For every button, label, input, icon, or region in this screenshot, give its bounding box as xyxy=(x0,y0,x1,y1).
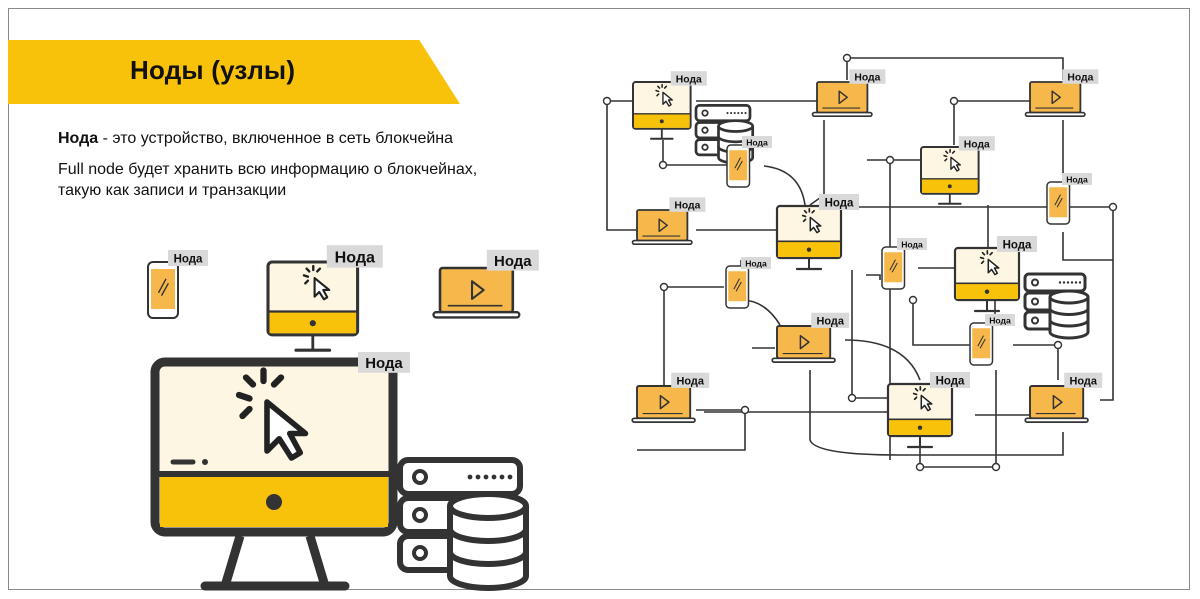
junction-dot xyxy=(1053,340,1063,350)
junction-dot xyxy=(659,282,669,292)
node-label: Нода xyxy=(677,376,705,388)
connection-line xyxy=(1100,207,1114,401)
desktop-node: Нода xyxy=(953,236,1090,340)
connection-line xyxy=(637,409,746,451)
node-definition: - это устройство, включенное в сеть блок… xyxy=(98,130,454,147)
full-node-illustration: Нода xyxy=(150,352,529,591)
slide-title: Ноды (узлы) xyxy=(130,55,296,85)
junction-dot xyxy=(915,462,925,472)
junction-dot xyxy=(740,405,750,415)
connection-line xyxy=(1013,344,1059,380)
connection-line xyxy=(763,165,806,206)
junction-dot xyxy=(908,295,918,305)
laptop-node: Нода xyxy=(1024,69,1099,118)
connection-line xyxy=(866,274,881,280)
definition-line: Нода - это устройство, включенное в сеть… xyxy=(58,128,498,149)
laptop-node: Нода xyxy=(811,69,886,118)
phone-node: Нода xyxy=(726,136,772,188)
phone-node: Нода xyxy=(969,314,1015,366)
laptop-node: Нода xyxy=(631,197,706,246)
laptop-node: Нода xyxy=(1024,372,1103,423)
connection-line xyxy=(1062,232,1113,261)
node-label: Нода xyxy=(676,74,702,85)
connection-line xyxy=(912,300,970,346)
junction-dot xyxy=(602,96,612,106)
junction-dot xyxy=(991,462,1001,472)
desktop-node: Нода xyxy=(886,372,970,449)
node-label: Нода xyxy=(746,137,768,147)
node-label: Нода xyxy=(494,253,532,270)
node-label: Нода xyxy=(674,201,700,212)
junction-dot xyxy=(1108,202,1118,212)
node-label: Нода xyxy=(335,249,376,267)
phone-node: Нода xyxy=(147,250,208,319)
node-label: Нода xyxy=(936,375,965,387)
node-label: Нода xyxy=(825,197,854,209)
node-label: Нода xyxy=(989,315,1011,325)
laptop-node: Нода xyxy=(631,372,710,423)
node-label: Нода xyxy=(964,139,990,150)
connection-line xyxy=(851,270,888,399)
node-label: Нода xyxy=(365,355,403,372)
description: Нода - это устройство, включенное в сеть… xyxy=(58,128,498,211)
junction-dot xyxy=(885,155,895,165)
laptop-node: Нода xyxy=(432,249,539,319)
node-term: Нода xyxy=(58,130,99,147)
title-banner xyxy=(8,40,460,104)
laptop-node: Нода xyxy=(771,312,850,363)
phone-node: Нода xyxy=(725,257,771,309)
node-label: Нода xyxy=(174,253,203,265)
node-label: Нода xyxy=(1070,376,1098,388)
desktop-node: Нода xyxy=(775,194,859,271)
junction-dot xyxy=(842,53,852,63)
connection-line xyxy=(919,445,996,468)
connection-line xyxy=(809,120,825,206)
connection-line xyxy=(809,370,1064,456)
node-label: Нода xyxy=(901,239,923,249)
node-label: Нода xyxy=(1003,239,1032,251)
desktop-node: Нода xyxy=(266,245,383,352)
phone-node: Нода xyxy=(1046,173,1092,225)
slide-frame xyxy=(8,8,1190,590)
desktop-node: Нода xyxy=(920,136,995,205)
node-label: Нода xyxy=(1066,174,1088,184)
junction-dot xyxy=(949,96,959,106)
node-label: Нода xyxy=(817,316,845,328)
desktop-node: Нода xyxy=(632,71,755,165)
node-label: Нода xyxy=(1067,73,1093,84)
node-label: Нода xyxy=(745,258,767,268)
node-label: Нода xyxy=(854,73,880,84)
junction-dot xyxy=(847,393,857,403)
junction-dot xyxy=(658,160,668,170)
full-node-text: Full node будет хранить всю информацию о… xyxy=(58,161,478,199)
connection-line xyxy=(606,101,640,231)
connection-line xyxy=(844,339,921,381)
phone-node: Нода xyxy=(881,238,927,290)
